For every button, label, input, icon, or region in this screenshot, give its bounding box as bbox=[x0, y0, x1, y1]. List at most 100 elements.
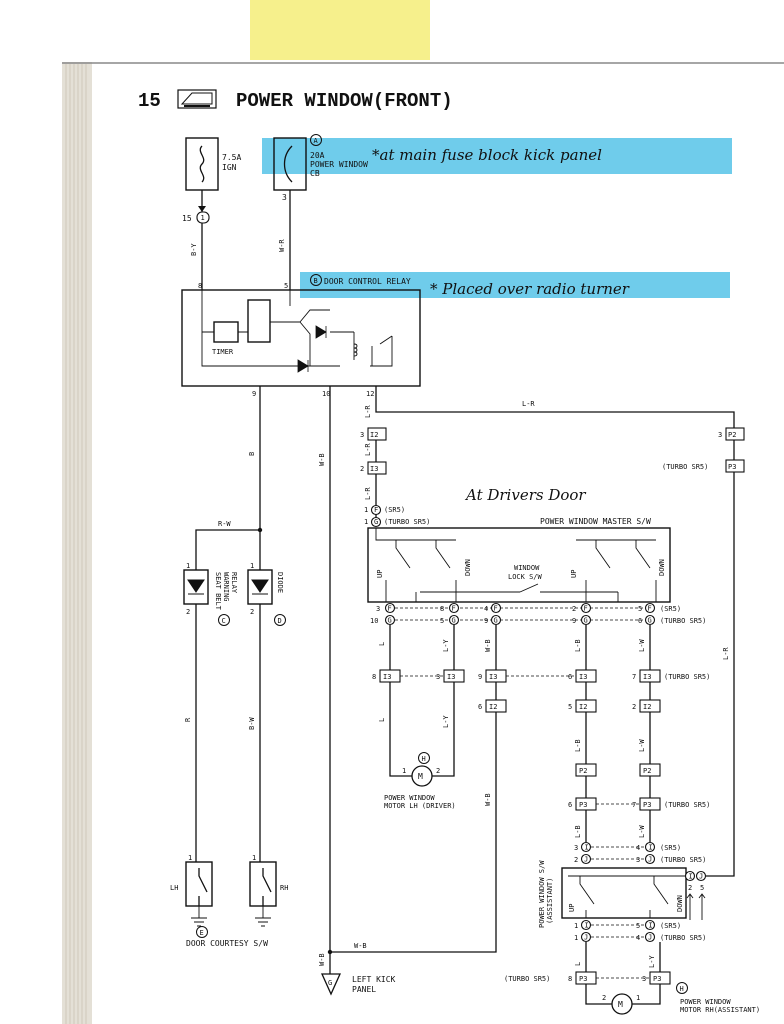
svg-text:4: 4 bbox=[636, 934, 640, 942]
seatbelt-relay-label-3: RELAY bbox=[230, 572, 238, 594]
wire-lb3-label: L-B bbox=[574, 825, 582, 838]
svg-text:9: 9 bbox=[484, 617, 488, 625]
svg-text:I3: I3 bbox=[643, 673, 651, 681]
cb-name-1: POWER WINDOW bbox=[310, 160, 368, 169]
i2-row: I2 6 I2 5 I2 2 bbox=[478, 682, 661, 713]
svg-text:4: 4 bbox=[636, 844, 640, 852]
fuse-highlight bbox=[262, 138, 732, 174]
wire-wr-label: W-R bbox=[278, 239, 286, 252]
svg-text:I3: I3 bbox=[579, 673, 587, 681]
motor-rh-m: M bbox=[618, 1000, 623, 1009]
wire-wb3-label: W-B bbox=[484, 793, 492, 806]
seatbelt-ref: C bbox=[222, 617, 226, 625]
svg-text:J: J bbox=[584, 934, 588, 942]
ground-g-symbol bbox=[320, 973, 342, 996]
svg-text:I: I bbox=[585, 922, 589, 930]
right-chain: P2 P2 P3 6 P3 7 bbox=[568, 712, 661, 842]
assist-i-right bbox=[684, 870, 696, 882]
cb-rating: 20A bbox=[310, 151, 325, 160]
motor-rh-label-1: POWER WINDOW bbox=[680, 998, 731, 1006]
junction-rw bbox=[257, 527, 263, 533]
svg-text:5: 5 bbox=[638, 605, 642, 613]
wire-driver-ly: L-Y bbox=[442, 715, 450, 728]
motor-rh-ref-circle bbox=[676, 982, 688, 994]
wire-r-label: R bbox=[184, 717, 192, 722]
ground-label-2: PANEL bbox=[352, 985, 376, 994]
wire-wb-bottom-label: W-B bbox=[354, 942, 367, 950]
assist-motor-wiring: P3 P3 8 3 bbox=[568, 942, 671, 1005]
svg-text:P2: P2 bbox=[643, 767, 651, 775]
connector-p2-right-pin: 3 bbox=[718, 431, 722, 439]
window-lock-label-2: LOCK S/W bbox=[508, 573, 543, 581]
seatbelt-relay-pin-2: 2 bbox=[186, 608, 190, 616]
motor-rh bbox=[611, 993, 633, 1015]
courtesy-ref-circle bbox=[196, 926, 208, 938]
diode-pin-1: 1 bbox=[250, 562, 254, 570]
svg-text:I2: I2 bbox=[643, 703, 651, 711]
window-lock-label-1: WINDOW bbox=[514, 564, 540, 572]
svg-text:I2: I2 bbox=[489, 703, 497, 711]
ign-fuse-symbol bbox=[199, 145, 205, 183]
svg-text:P3: P3 bbox=[579, 975, 587, 983]
svg-text:F: F bbox=[388, 605, 392, 613]
courtesy-switch-lh-pin: 1 bbox=[188, 854, 192, 862]
connector-i2-top-label: I2 bbox=[370, 431, 378, 439]
p3-note: (TURBO SR5) bbox=[664, 801, 710, 809]
connector-p3-right-note: (TURBO SR5) bbox=[662, 463, 708, 471]
courtesy-label: DOOR COURTESY S/W bbox=[186, 939, 268, 948]
connector-p3-right bbox=[725, 459, 745, 473]
assistant-switch-label-1: POWER WINDOW S/W bbox=[538, 860, 546, 928]
svg-text:2: 2 bbox=[574, 856, 578, 864]
master-switch bbox=[367, 527, 671, 603]
svg-text:7: 7 bbox=[632, 801, 636, 809]
wire-lr-vert-label: L-R bbox=[364, 405, 372, 418]
svg-text:I: I bbox=[585, 844, 589, 852]
connector-p3-right-label: P3 bbox=[728, 463, 736, 471]
svg-text:I: I bbox=[649, 922, 653, 930]
wire-ly-assist: L-Y bbox=[648, 955, 656, 968]
master-down-left: DOWN bbox=[464, 559, 472, 576]
diode-ref: D bbox=[278, 617, 282, 625]
master-switch-label: POWER WINDOW MASTER S/W bbox=[540, 517, 651, 526]
svg-text:3: 3 bbox=[636, 856, 640, 864]
seatbelt-relay-pin-1: 1 bbox=[186, 562, 190, 570]
svg-text:G: G bbox=[494, 617, 498, 625]
svg-text:10: 10 bbox=[370, 617, 378, 625]
motor-lh-label-2: MOTOR LH (DRIVER) bbox=[384, 802, 456, 810]
svg-text:G: G bbox=[388, 617, 392, 625]
master-f-1 bbox=[370, 504, 382, 516]
master-pin-1g: 1 bbox=[364, 518, 368, 526]
wire-wb-bottom bbox=[330, 712, 497, 953]
relay-timer-label: TIMER bbox=[212, 348, 234, 356]
junction-ground bbox=[327, 949, 333, 955]
motor-lh-pin-2: 2 bbox=[436, 767, 440, 775]
relay-highlight bbox=[300, 272, 730, 298]
wire-wb2-label: W-B bbox=[484, 639, 492, 652]
connector-p2-right-label: P2 bbox=[728, 431, 736, 439]
page-edge-lines bbox=[65, 64, 87, 1024]
master-bottom-sr5: (SR5) bbox=[660, 605, 681, 613]
assist-ij-pins-bottom: 1 I 1 J 5 I 4 J bbox=[574, 919, 656, 943]
svg-text:I3: I3 bbox=[447, 673, 455, 681]
svg-text:P2: P2 bbox=[579, 767, 587, 775]
svg-text:J: J bbox=[648, 934, 652, 942]
master-down-wires bbox=[389, 625, 651, 670]
wire-lw-label: L-W bbox=[638, 639, 646, 652]
svg-text:7: 7 bbox=[632, 673, 636, 681]
connector-i2-top bbox=[367, 427, 387, 441]
seatbelt-relay-label-1: SEAT BELT bbox=[214, 572, 222, 611]
master-up-left: UP bbox=[376, 570, 384, 578]
svg-text:2: 2 bbox=[632, 703, 636, 711]
seatbelt-relay-label-2: WARNING bbox=[222, 572, 230, 602]
connector-i3-top-pin: 2 bbox=[360, 465, 364, 473]
master-f-1-label: F bbox=[374, 506, 378, 514]
assist-j-right bbox=[695, 870, 707, 882]
wire-i3-master-label: L-R bbox=[364, 487, 372, 500]
wire-ly-label: L-Y bbox=[442, 639, 450, 652]
master-g-1-note: (TURBO SR5) bbox=[384, 518, 430, 526]
fuse-note: *at main fuse block kick panel bbox=[372, 146, 602, 164]
connector-p2-right bbox=[725, 427, 745, 441]
svg-text:5: 5 bbox=[440, 617, 444, 625]
master-note: At Drivers Door bbox=[464, 486, 586, 504]
assist-pin-5: 5 bbox=[700, 884, 704, 892]
